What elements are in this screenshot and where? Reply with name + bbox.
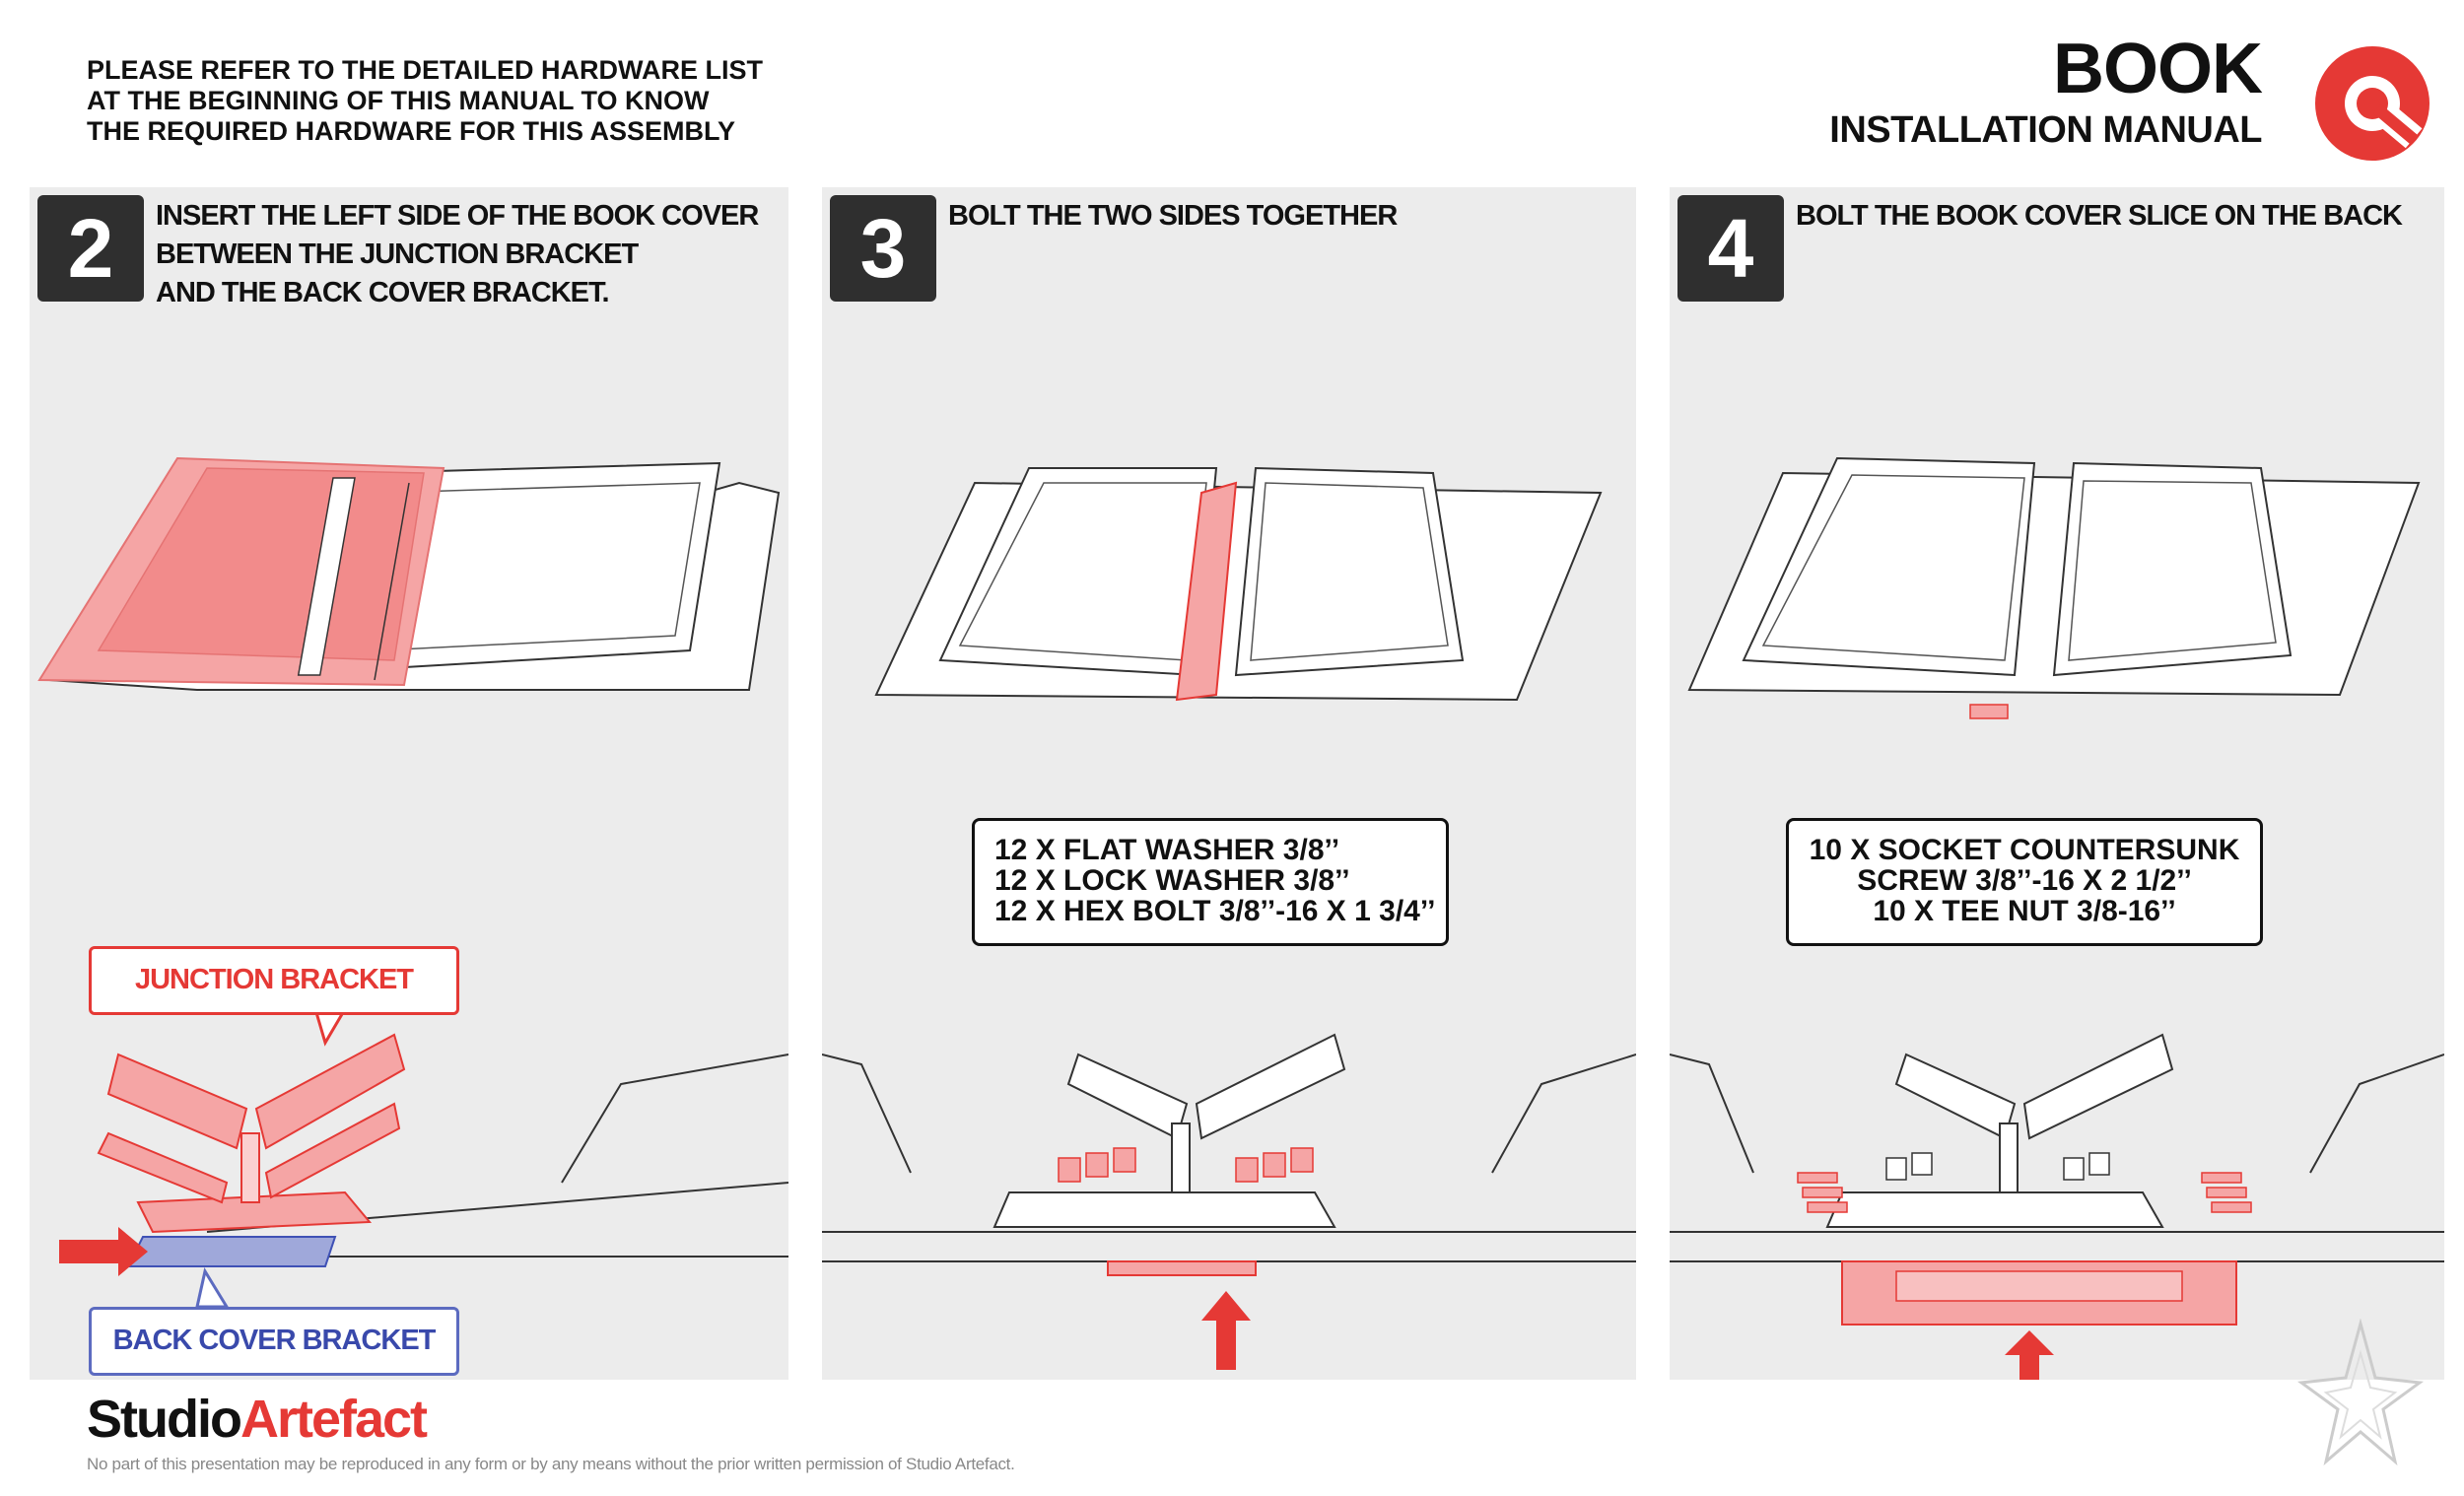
step-instruction: INSERT THE LEFT SIDE OF THE BOOK COVER B…	[156, 197, 767, 312]
step-instruction: BOLT THE BOOK COVER SLICE ON THE BACK	[1796, 197, 2407, 236]
instruction-line: BETWEEN THE JUNCTION BRACKET	[156, 238, 639, 270]
hardware-item: 10 X TEE NUT 3/8-16’’	[1873, 895, 2176, 927]
brand-part2: Artefact	[240, 1390, 428, 1449]
brand-part1: Studio	[87, 1390, 242, 1449]
hardware-list: 12 X FLAT WASHER 3/8’’ 12 X LOCK WASHER …	[972, 818, 1449, 946]
step-4-panel: 4 BOLT THE BOOK COVER SLICE ON THE BACK	[1670, 187, 2444, 1380]
instruction-line: BOLT THE BOOK COVER SLICE ON THE BACK	[1796, 200, 2403, 232]
instruction-line: AND THE BACK COVER BRACKET.	[156, 277, 610, 308]
note-line: AT THE BEGINNING OF THIS MANUAL TO KNOW	[87, 86, 710, 115]
step-4-illustration	[1670, 456, 2444, 1380]
step-number: 2	[37, 195, 144, 302]
back-cover-bracket-callout: BACK COVER BRACKET	[89, 1307, 459, 1376]
step-2-illustration	[37, 456, 788, 1309]
hardware-item: 10 X SOCKET COUNTERSUNK	[1809, 834, 2240, 866]
step-number: 3	[830, 195, 936, 302]
hardware-list: 10 X SOCKET COUNTERSUNK SCREW 3/8’’-16 X…	[1786, 818, 2263, 946]
hardware-item: 12 X FLAT WASHER 3/8’’	[994, 834, 1340, 866]
hardware-item: 12 X LOCK WASHER 3/8’’	[994, 864, 1350, 897]
step-number: 4	[1677, 195, 1784, 302]
note-line: THE REQUIRED HARDWARE FOR THIS ASSEMBLY	[87, 116, 736, 146]
junction-bracket-callout: JUNCTION BRACKET	[89, 946, 459, 1015]
hardware-note: PLEASE REFER TO THE DETAILED HARDWARE LI…	[87, 55, 974, 147]
hardware-item: SCREW 3/8’’-16 X 2 1/2’’	[1857, 864, 2192, 897]
instruction-line: INSERT THE LEFT SIDE OF THE BOOK COVER	[156, 200, 759, 232]
title-block: BOOK INSTALLATION MANUAL	[1829, 30, 2263, 152]
brand-logo: StudioArtefact	[87, 1390, 428, 1449]
hardware-item: 12 X HEX BOLT 3/8’’-16 X 1 3/4’’	[994, 895, 1436, 927]
page-title: BOOK	[2053, 30, 2263, 108]
step-3-panel: 3 BOLT THE TWO SIDES TOGETHER 12 X FLAT …	[822, 187, 1636, 1380]
star-watermark-icon	[2296, 1319, 2425, 1466]
note-line: PLEASE REFER TO THE DETAILED HARDWARE LI…	[87, 55, 764, 85]
instruction-line: BOLT THE TWO SIDES TOGETHER	[948, 200, 1398, 232]
wrench-logo-icon	[2315, 46, 2430, 161]
step-instruction: BOLT THE TWO SIDES TOGETHER	[948, 197, 1559, 236]
legal-notice: No part of this presentation may be repr…	[87, 1455, 1015, 1473]
page-subtitle: INSTALLATION MANUAL	[1829, 109, 2262, 151]
step-3-illustration	[822, 466, 1636, 1370]
step-2-panel: 2 INSERT THE LEFT SIDE OF THE BOOK COVER…	[30, 187, 788, 1380]
